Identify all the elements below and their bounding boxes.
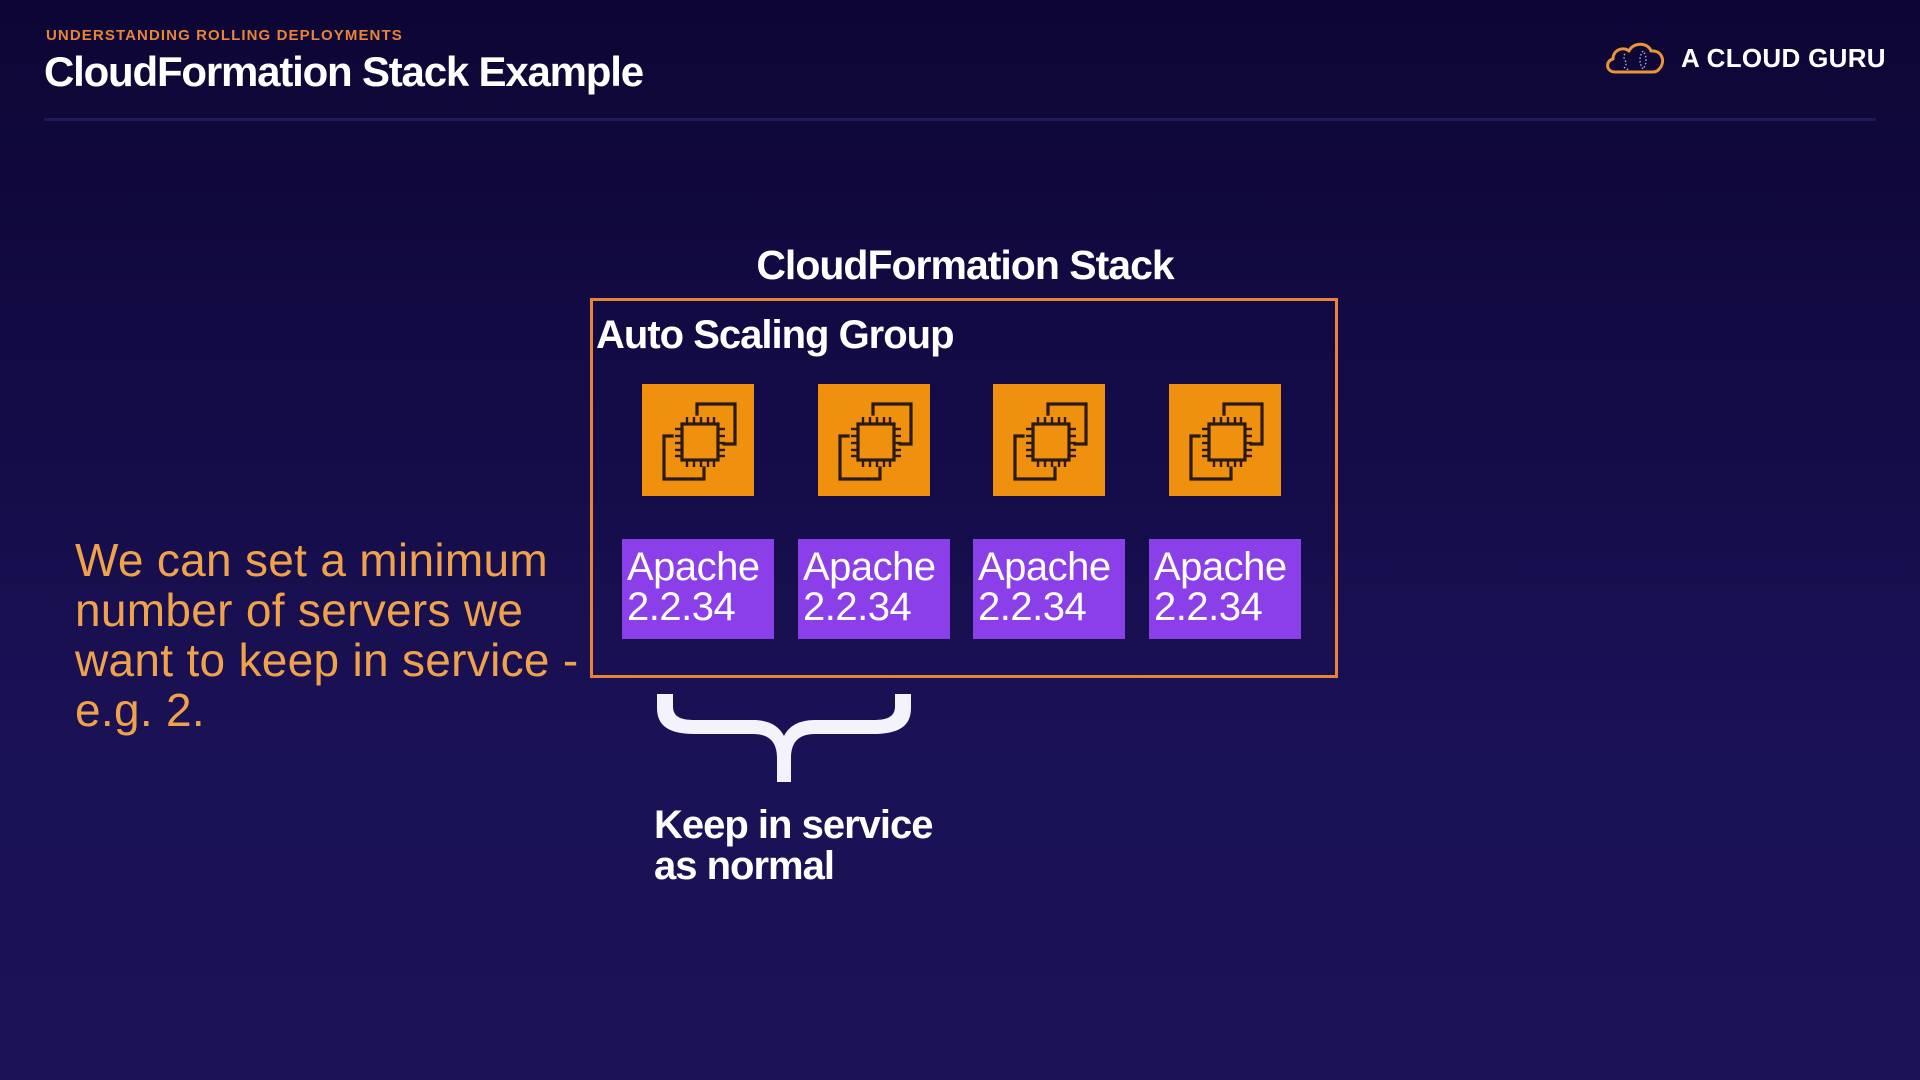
auto-scaling-group-box [590, 298, 1338, 678]
brace-label-line-1: Keep in service [654, 803, 933, 847]
page-title: CloudFormation Stack Example [44, 48, 644, 95]
ec2-instance-icon [993, 384, 1105, 496]
auto-scaling-group-title: Auto Scaling Group [596, 313, 955, 357]
software-version: 2.2.34 [803, 585, 912, 629]
description-text: We can set a minimum number of servers w… [75, 534, 579, 736]
curly-brace-icon [657, 694, 911, 782]
brace-label: Keep in service as normal [654, 805, 933, 887]
ec2-instance-icon [1169, 384, 1281, 496]
ec2-instance-icon [818, 384, 930, 496]
ec2-instance-icon [642, 384, 754, 496]
software-name: Apache [978, 545, 1111, 589]
cloud-icon [1606, 42, 1665, 74]
brand-logo: A CLOUD GURU [1603, 38, 1886, 78]
header-divider [44, 118, 1876, 121]
brace-label-line-2: as normal [654, 844, 835, 888]
software-version: 2.2.34 [1154, 585, 1263, 629]
section-eyebrow: UNDERSTANDING ROLLING DEPLOYMENTS [46, 27, 403, 44]
stack-title: CloudFormation Stack [756, 242, 1174, 288]
software-version: 2.2.34 [627, 585, 736, 629]
software-name: Apache [627, 545, 760, 589]
software-name: Apache [1154, 545, 1287, 589]
brand-name: A CLOUD GURU [1681, 42, 1886, 73]
software-version: 2.2.34 [978, 585, 1087, 629]
software-name: Apache [803, 545, 936, 589]
